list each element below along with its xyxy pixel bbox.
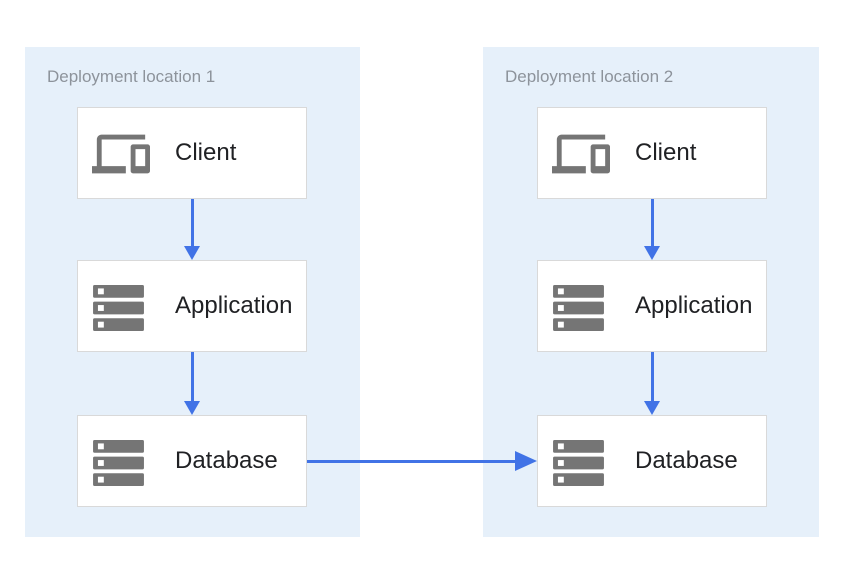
arrow-application2-to-database2-line [650,352,654,401]
server-stack-icon [553,285,604,331]
node-label: Client [175,139,237,166]
arrow-application2-to-database2-head [643,401,660,415]
server-stack-icon [93,440,144,486]
arrow-application1-to-database1-line [190,352,194,401]
deployment-location-1-title: Deployment location 1 [47,67,216,86]
arrow-client1-to-application1-line [190,199,194,246]
node-database-1: Database [77,415,307,507]
node-label: Application [635,292,753,319]
node-label: Application [175,292,293,319]
devices-icon [552,134,610,174]
arrow-application1-to-database1-head [183,401,200,415]
node-database-2: Database [537,415,767,507]
arrow-database1-to-database2-line [307,459,516,463]
arrow-database1-to-database2-head [515,451,537,471]
deployment-location-2-title: Deployment location 2 [505,67,674,86]
arrow-client2-to-application2-line [650,199,654,246]
node-application-1: Application [77,260,307,352]
node-client-2: Client [537,107,767,199]
server-stack-icon [553,440,604,486]
node-client-1: Client [77,107,307,199]
node-label: Client [635,139,697,166]
node-label: Database [635,447,738,474]
server-stack-icon [93,285,144,331]
arrow-client1-to-application1-head [183,246,200,260]
node-label: Database [175,447,278,474]
deployment-location-1-panel: Deployment location 1 Client Application [25,47,360,537]
devices-icon [92,134,150,174]
node-application-2: Application [537,260,767,352]
arrow-client2-to-application2-head [643,246,660,260]
deployment-location-2-panel: Deployment location 2 Client Application [483,47,819,537]
